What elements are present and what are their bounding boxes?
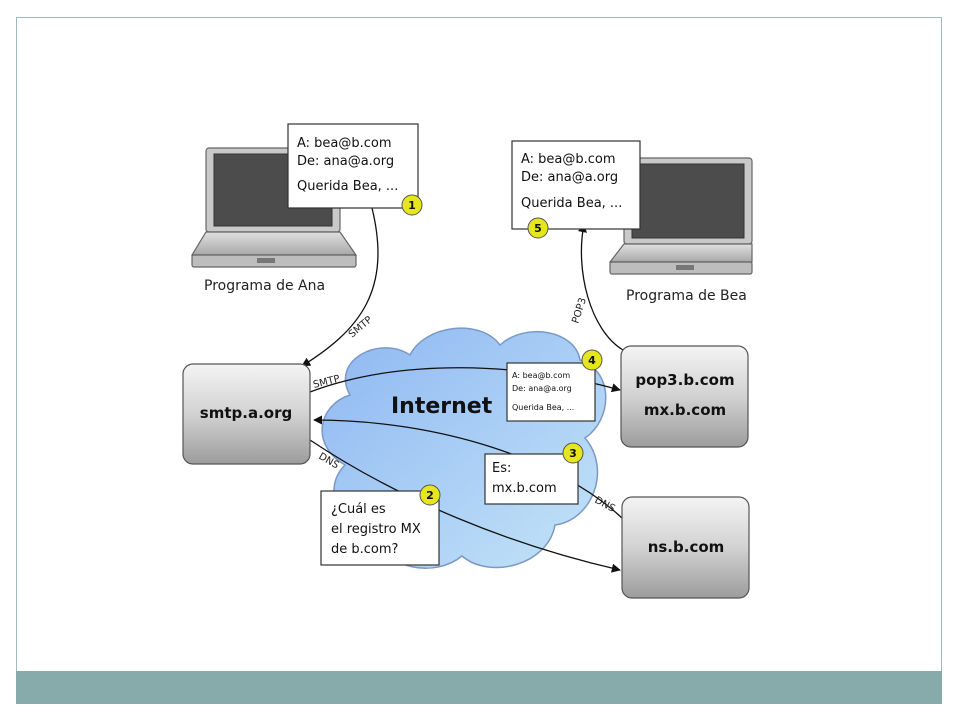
svg-text:1: 1	[408, 199, 416, 212]
pop3-label: POP3	[570, 297, 589, 325]
message-5-from: De: ana@a.org	[521, 170, 618, 185]
message-box-1: A: bea@b.com De: ana@a.org Querida Bea, …	[287, 123, 419, 209]
dns-answer-arrow	[313, 415, 623, 519]
step-badge-3: 3	[562, 442, 584, 464]
pop3-server-to-bea-arrow	[577, 223, 624, 351]
dns-answer-line-2: mx.b.com	[492, 481, 557, 496]
slide-footer-bar	[16, 671, 942, 704]
step-badge-5: 5	[527, 217, 549, 239]
dns-query-note: ¿Cuál es el registro MX de b.com?	[320, 490, 440, 566]
server-pop3-mx: pop3.b.com mx.b.com	[620, 345, 749, 448]
message-4-to: A: bea@b.com	[512, 371, 570, 380]
dns-query-line-3: de b.com?	[331, 542, 398, 557]
smtp-ana-to-server-arrow	[301, 207, 379, 367]
server-mx-name: mx.b.com	[644, 401, 726, 419]
server-ns-name: ns.b.com	[648, 538, 725, 556]
dns-query-line-1: ¿Cuál es	[331, 502, 386, 517]
svg-text:2: 2	[426, 489, 434, 502]
dns-answer-line-1: Es:	[492, 461, 511, 476]
message-1-body: Querida Bea, ...	[297, 179, 398, 194]
svg-text:4: 4	[588, 354, 596, 367]
dns-query-line-2: el registro MX	[331, 522, 421, 537]
laptop-bea-caption: Programa de Bea	[626, 288, 747, 304]
internet-label: Internet	[391, 394, 493, 419]
message-1-from: De: ana@a.org	[297, 154, 394, 169]
server-pop3-name: pop3.b.com	[635, 371, 734, 389]
message-1-to: A: bea@b.com	[297, 136, 392, 151]
dns-right-label: DNS	[593, 495, 617, 515]
laptop-ana-caption: Programa de Ana	[204, 278, 325, 294]
message-4-from: De: ana@a.org	[512, 384, 572, 393]
message-5-body: Querida Bea, ...	[521, 196, 622, 211]
svg-text:5: 5	[534, 222, 542, 235]
message-4-body: Querida Bea, ...	[512, 403, 574, 412]
smtp-top-label: SMTP	[347, 314, 375, 340]
smtp-mid-label: SMTP	[312, 374, 341, 391]
message-box-4: A: bea@b.com De: ana@a.org Querida Bea, …	[506, 362, 596, 422]
server-smtp: smtp.a.org	[182, 363, 311, 465]
step-badge-2: 2	[419, 484, 441, 506]
connection-lines	[301, 207, 624, 573]
dns-query-arrow	[309, 439, 621, 573]
server-ns: ns.b.com	[621, 496, 750, 599]
message-box-5: A: bea@b.com De: ana@a.org Querida Bea, …	[511, 140, 641, 230]
laptop-bea-icon	[608, 157, 753, 275]
server-smtp-name: smtp.a.org	[200, 404, 292, 422]
svg-text:3: 3	[569, 447, 577, 460]
step-badge-1: 1	[401, 194, 423, 216]
step-badge-4: 4	[581, 349, 603, 371]
dns-answer-note: Es: mx.b.com	[484, 453, 579, 505]
message-5-to: A: bea@b.com	[521, 152, 616, 167]
